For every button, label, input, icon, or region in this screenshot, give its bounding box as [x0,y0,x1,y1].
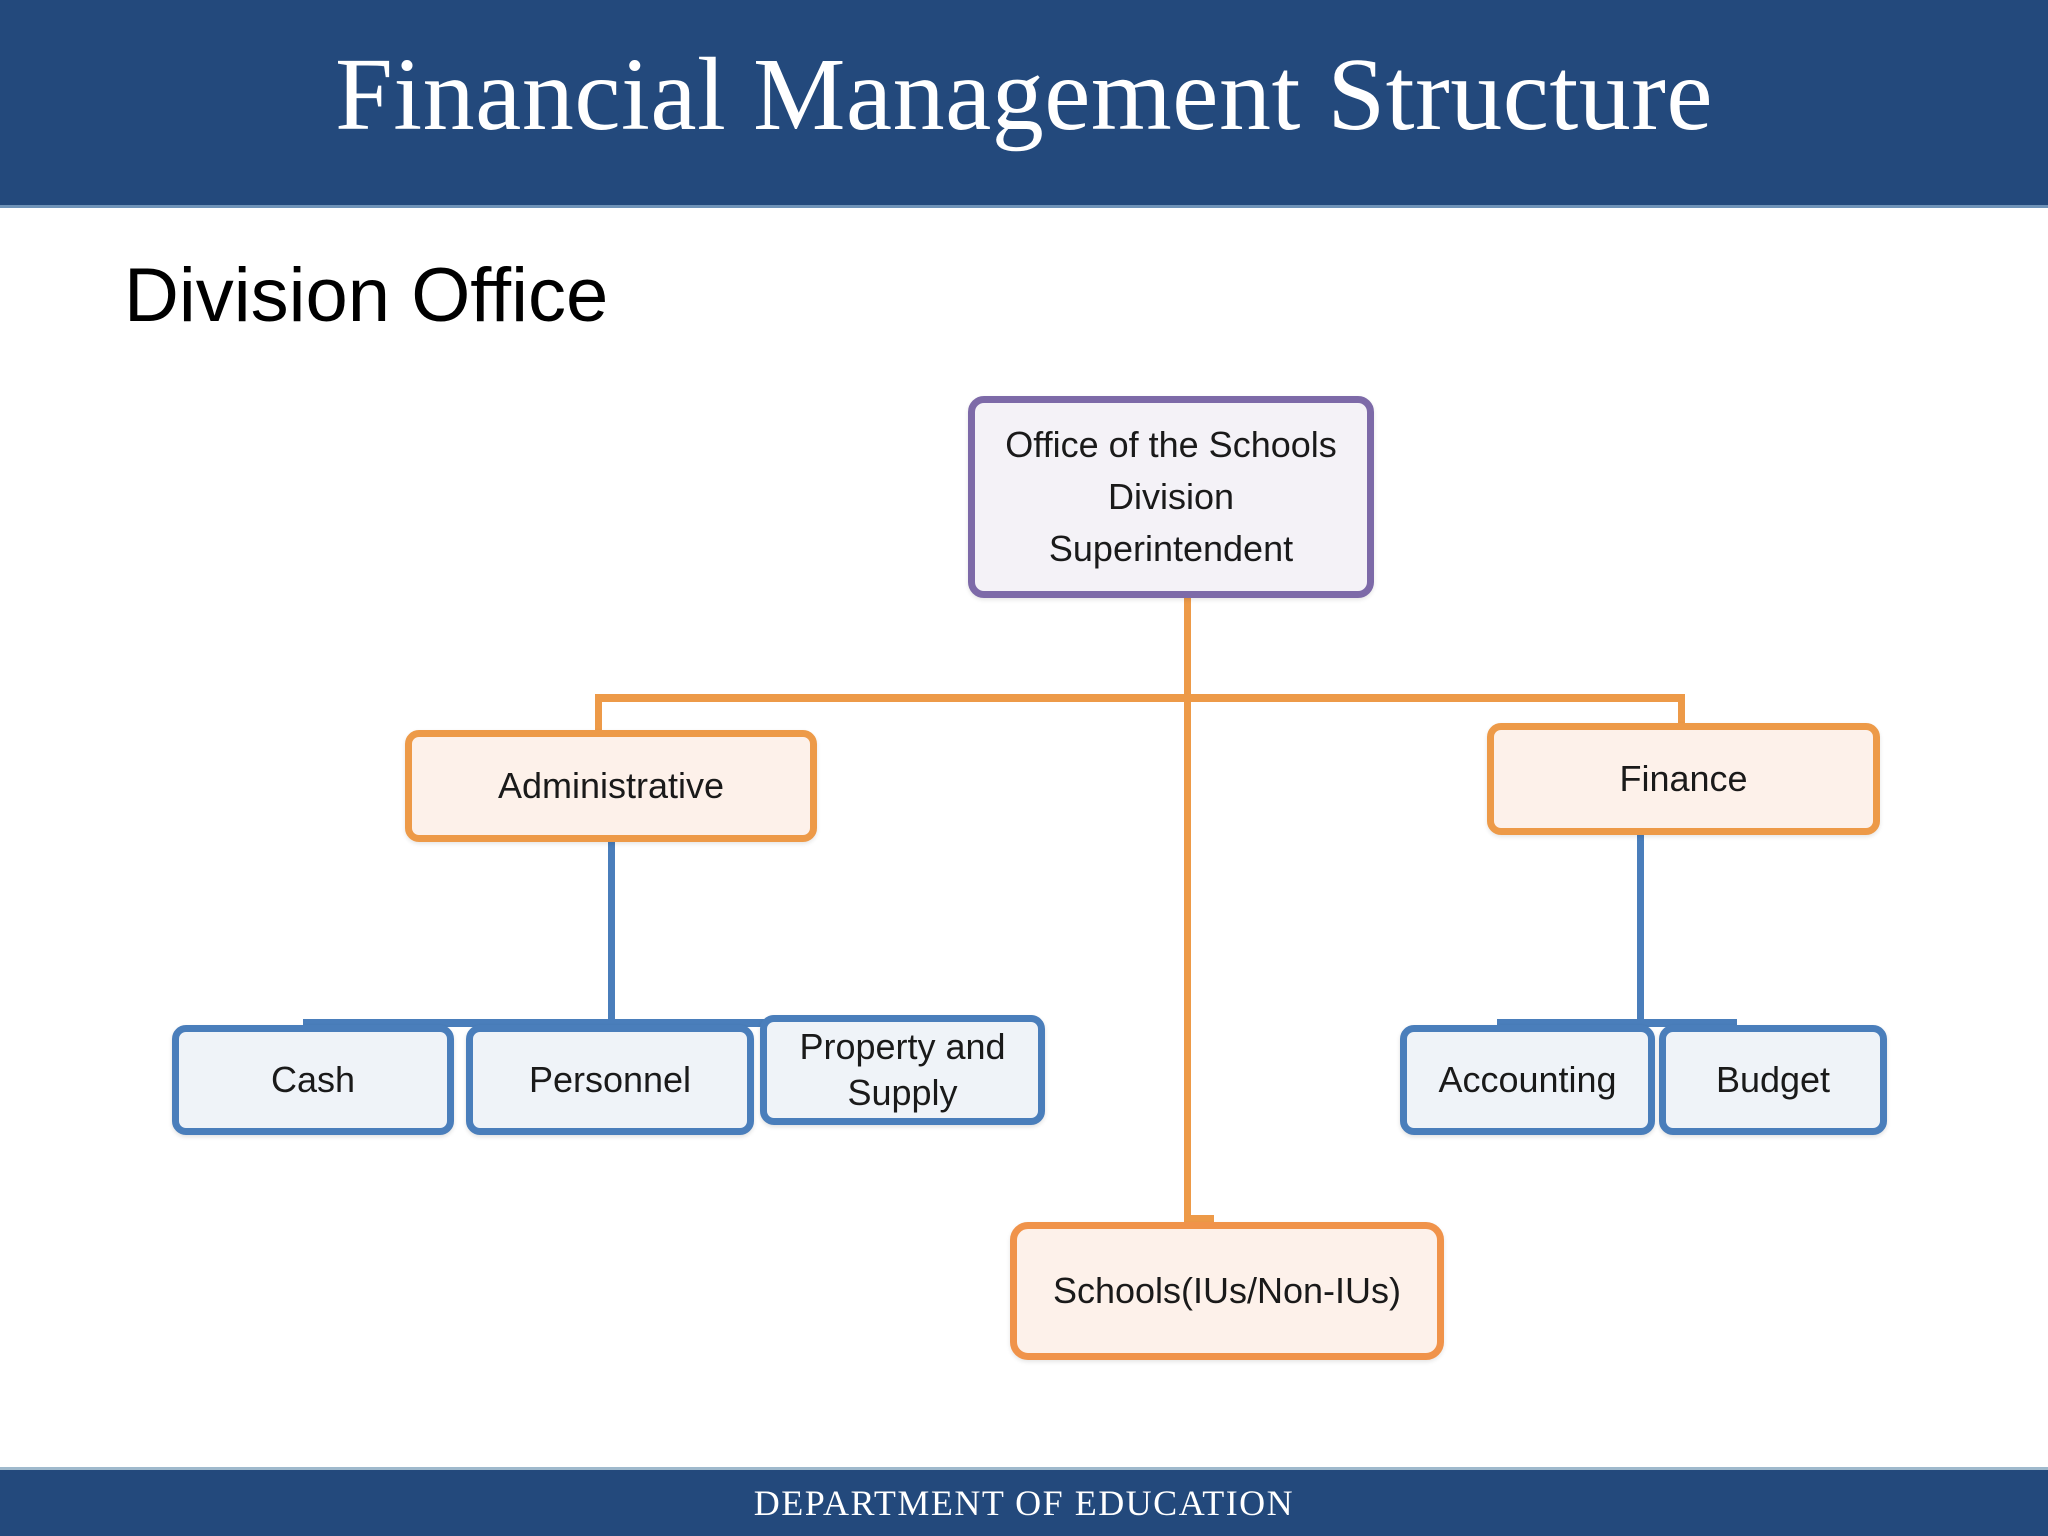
node-accounting[interactable]: Accounting [1400,1025,1655,1135]
node-schools-ius-non-ius[interactable]: Schools(IUs/Non-IUs) [1010,1222,1444,1360]
node-label: Cash [270,1059,356,1100]
node-label: Finance [1619,758,1748,799]
connector-administrative-stem [608,841,615,1025]
node-label: Accounting [1438,1059,1617,1100]
node-finance[interactable]: Finance [1487,723,1880,835]
node-label: Property and Supply [799,1026,1006,1113]
connector-administrative-bus [303,1019,896,1027]
node-cash[interactable]: Cash [172,1025,454,1135]
node-budget[interactable]: Budget [1659,1025,1887,1135]
connector-finance-bus [1497,1019,1737,1027]
org-chart: Office of the Schools Division Superinte… [0,205,2048,1467]
node-personnel[interactable]: Personnel [466,1025,754,1135]
header-banner [0,0,2048,205]
node-label: Schools(IUs/Non-IUs) [1052,1270,1402,1311]
node-label: Budget [1715,1059,1831,1100]
node-label: Office of the Schools Division Superinte… [1005,424,1337,569]
connector-finance-stem [1637,834,1644,1025]
node-administrative[interactable]: Administrative [405,730,817,842]
connector-root-horizontal-bus [595,694,1685,702]
footer-topline-divider [0,1467,2048,1470]
connector-root-trunk-lower [1184,694,1191,1222]
header-underline-divider [0,205,2048,208]
connector-root-trunk-upper [1184,448,1191,908]
connector-drop-finance [1678,694,1685,735]
connector-drop-administrative [595,694,602,742]
node-label: Administrative [497,765,725,806]
page-title: Financial Management Structure [334,37,1714,152]
section-subtitle: Division Office [124,253,609,338]
footer-organization-label: DEPARTMENT OF EDUCATION [753,1483,1295,1523]
footer-banner [0,1470,2048,1536]
node-office-of-the-schools-division-superintendent[interactable]: Office of the Schools Division Superinte… [968,396,1374,598]
connector-schools-stub [1184,1215,1214,1222]
node-property-and-supply[interactable]: Property and Supply [760,1015,1045,1125]
node-label: Personnel [528,1059,692,1100]
